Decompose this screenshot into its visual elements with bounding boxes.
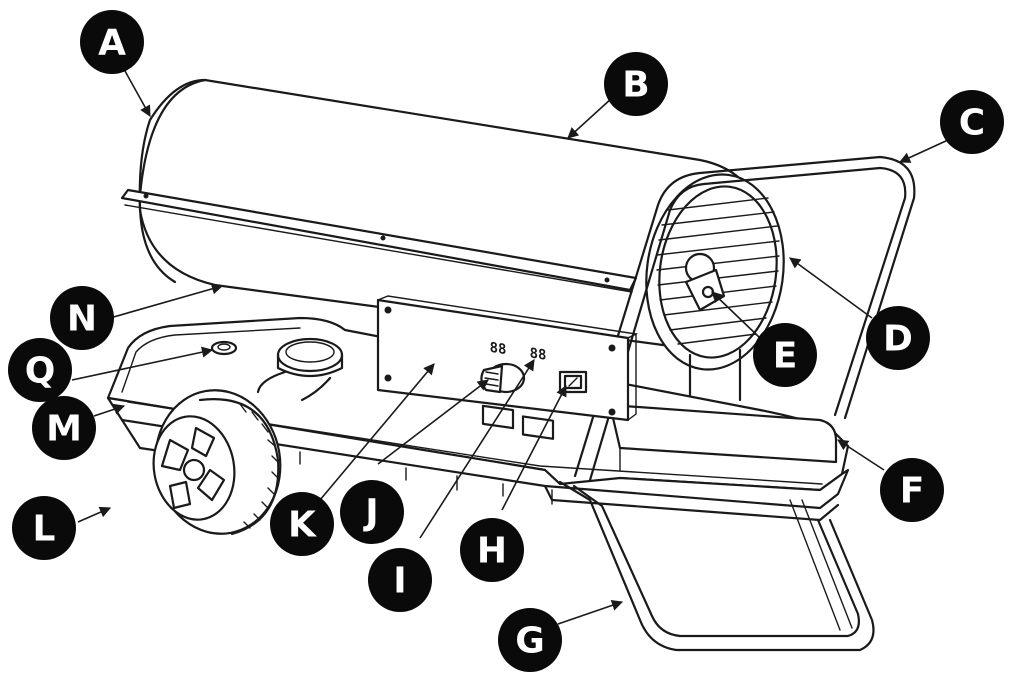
callout-Q: Q bbox=[8, 338, 72, 402]
callout-B: B bbox=[604, 52, 668, 116]
leader-F bbox=[837, 439, 885, 471]
leader-E bbox=[711, 291, 761, 339]
callout-G: G bbox=[498, 608, 562, 672]
fan-guard bbox=[645, 173, 785, 402]
temperature-display: 88 88 bbox=[481, 340, 555, 440]
callout-D-label: D bbox=[883, 319, 913, 360]
callout-E: E bbox=[753, 323, 817, 387]
fuel-gauge bbox=[210, 340, 238, 356]
burner-cylinder bbox=[120, 78, 762, 352]
callout-I: I bbox=[368, 548, 432, 612]
callout-H-label: H bbox=[477, 531, 507, 572]
callout-M-label: M bbox=[46, 409, 82, 450]
front-handle bbox=[558, 480, 875, 652]
callout-A-label: A bbox=[98, 23, 126, 64]
left-display-digits: 88 bbox=[490, 340, 507, 358]
leader-K bbox=[319, 363, 435, 501]
callout-B-label: B bbox=[622, 65, 649, 106]
leader-B bbox=[567, 97, 613, 139]
callout-K: K bbox=[270, 492, 334, 556]
thermostat-knob[interactable] bbox=[480, 362, 526, 394]
callout-G-label: G bbox=[515, 621, 545, 662]
leader-I bbox=[419, 359, 535, 539]
leader-lines bbox=[71, 61, 949, 625]
fuel-cap bbox=[256, 337, 344, 402]
callout-H: H bbox=[460, 518, 524, 582]
leader-L bbox=[77, 506, 112, 523]
callout-E-label: E bbox=[773, 336, 798, 377]
right-display-digits: 88 bbox=[530, 345, 547, 363]
callout-N: N bbox=[50, 286, 114, 350]
callout-C: C bbox=[940, 90, 1004, 154]
handle-frame bbox=[573, 155, 916, 482]
callout-L-label: L bbox=[33, 509, 56, 550]
callout-L: L bbox=[12, 496, 76, 560]
callout-M: M bbox=[32, 396, 96, 460]
callouts: A B C D E F G H bbox=[8, 10, 1004, 672]
leader-D bbox=[789, 257, 873, 319]
leader-N bbox=[109, 283, 224, 319]
callout-Q-label: Q bbox=[25, 351, 56, 392]
leader-H bbox=[501, 385, 567, 511]
callout-J-label: J bbox=[362, 493, 378, 534]
leader-M bbox=[93, 403, 126, 417]
leader-Q bbox=[71, 346, 214, 381]
callout-F: F bbox=[880, 458, 944, 522]
callout-D: D bbox=[866, 306, 930, 370]
callout-N-label: N bbox=[67, 299, 97, 340]
callout-I-label: I bbox=[393, 561, 406, 602]
wheel bbox=[152, 389, 282, 536]
leader-C bbox=[898, 139, 949, 163]
leader-G bbox=[557, 599, 624, 625]
leader-J bbox=[377, 379, 489, 465]
callout-A: A bbox=[80, 10, 144, 74]
callout-K-label: K bbox=[288, 505, 317, 546]
callout-C-label: C bbox=[959, 103, 985, 144]
callout-F-label: F bbox=[900, 471, 925, 512]
callout-J: J bbox=[340, 480, 404, 544]
